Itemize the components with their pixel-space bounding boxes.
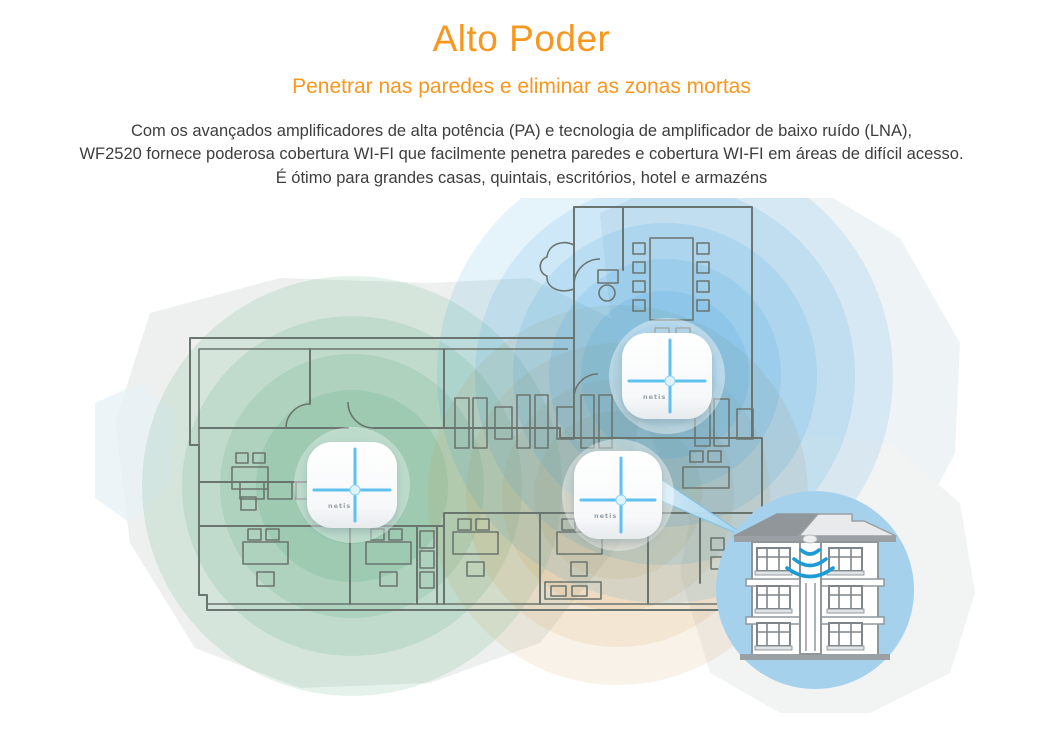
building-windows (754, 547, 865, 651)
door-arc (573, 258, 601, 286)
ap-brand-label: netis (594, 512, 617, 520)
building-illustration (733, 513, 897, 661)
ap-brand-label: netis (643, 393, 666, 401)
ap-body (307, 442, 397, 529)
building-door-column (799, 541, 822, 656)
coverage-diagram-svg: netis netis netis (95, 198, 975, 714)
bay-window (539, 242, 575, 292)
ap-cross-center (615, 494, 627, 506)
roof-antenna (802, 534, 818, 544)
coverage-diagram: netis netis netis (0, 198, 1043, 719)
intro-line: WF2520 fornece poderosa cobertura WI-FI … (79, 145, 964, 164)
wifi-ap-green-zone: netis (294, 427, 410, 544)
intro-paragraph: Com os avançados amplificadores de alta … (17, 120, 1027, 190)
building-base (740, 654, 890, 661)
page-subtitle: Penetrar nas paredes e eliminar as zonas… (292, 75, 751, 98)
ap-body (622, 333, 712, 420)
page-title: Alto Poder (432, 18, 611, 59)
intro-line: Com os avançados amplificadores de alta … (130, 122, 913, 140)
ap-cross-center (349, 484, 361, 496)
wifi-ap-blue-zone: netis (609, 318, 725, 435)
door-panels (805, 583, 816, 652)
ap-brand-label: netis (328, 502, 351, 510)
door-arc (285, 403, 311, 429)
wifi-ap-orange-zone: netis (562, 439, 674, 552)
ap-cross-center (664, 375, 676, 387)
intro-line: É ótimo para grandes casas, quintais, es… (275, 168, 768, 187)
building-callout (716, 491, 914, 690)
door-arc (347, 402, 375, 430)
wifi-waves-icon (785, 548, 835, 579)
blob-small-left (95, 383, 175, 524)
door-arc (573, 373, 599, 399)
ap-body (574, 451, 662, 540)
